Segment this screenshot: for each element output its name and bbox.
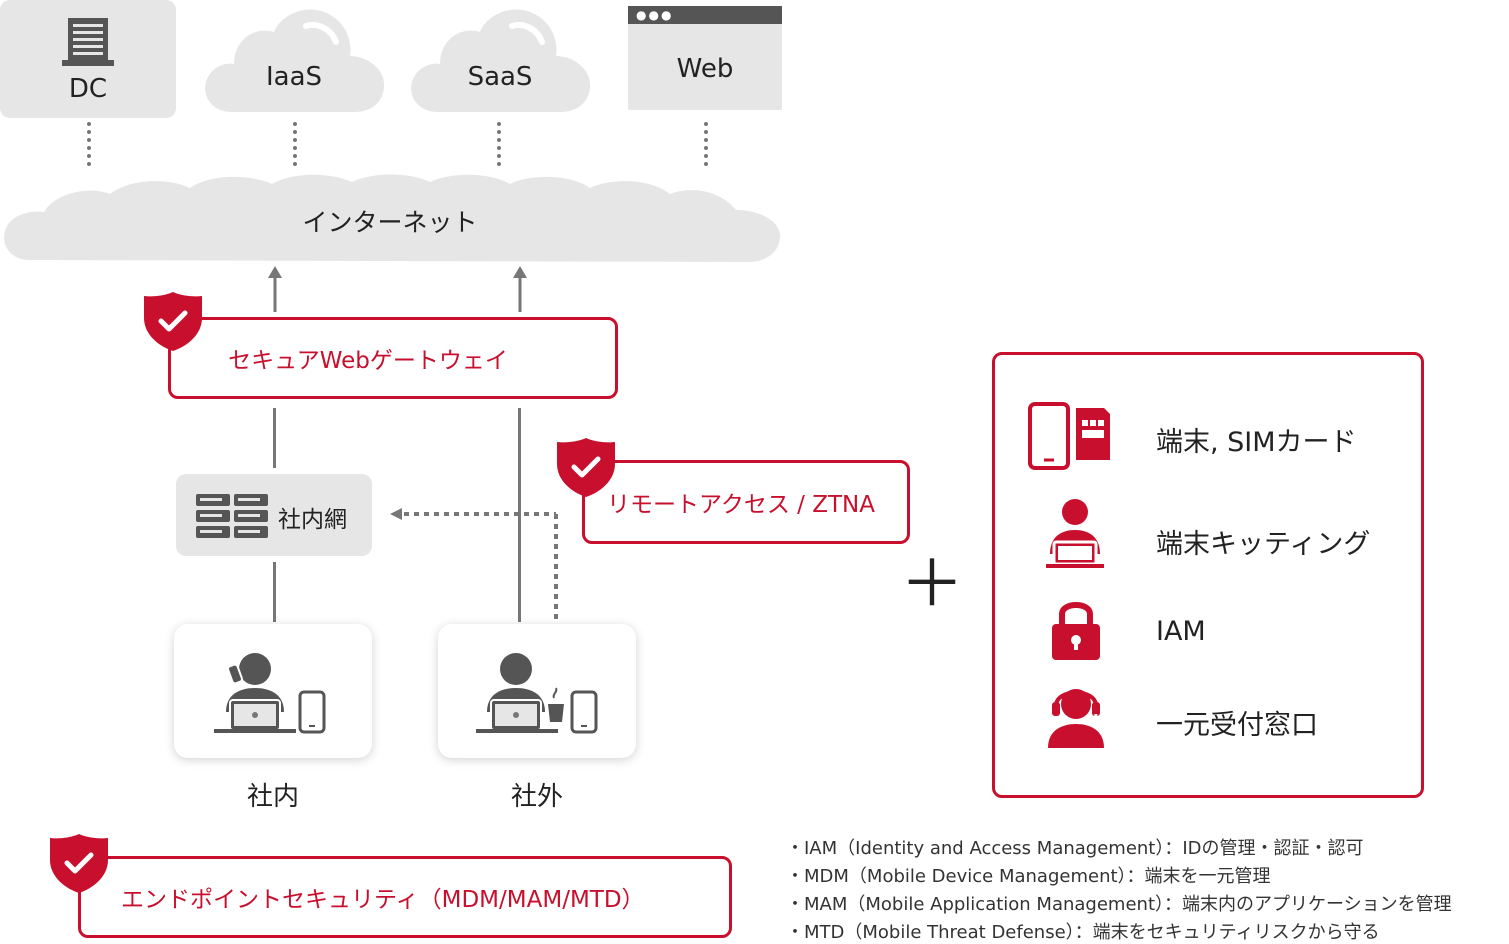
shield-check-icon: [144, 292, 202, 351]
cloud-iaas-icon: [205, 9, 385, 112]
internet-label: インターネット: [302, 208, 478, 237]
endpoint-security-box: エンドポイントセキュリティ（MDM/MAM/MTD）: [78, 856, 732, 938]
web-connector: [704, 122, 708, 166]
remote-access-ztna-box: リモートアクセス / ZTNA: [582, 460, 910, 544]
service-desk-label: 一元受付窓口: [1156, 710, 1318, 741]
intranet-to-inside-line: [273, 562, 276, 622]
inside-office-card: [174, 624, 372, 758]
swg-arrow-up-right: [513, 266, 527, 312]
phone-sim-icon: [1028, 402, 1110, 470]
note-mam: ・MAM（Mobile Application Management）：端末内の…: [786, 894, 1452, 915]
remote-access-ztna-label: リモートアクセス / ZTNA: [607, 492, 875, 518]
server-rack-icon: [196, 494, 268, 538]
browser-titlebar: [628, 6, 782, 24]
dc-connector: [87, 122, 91, 166]
inside-label: 社内: [246, 782, 299, 812]
outside-office-card: [438, 624, 636, 758]
dc-label: DC: [68, 74, 108, 104]
note-iam: ・IAM（Identity and Access Management）：IDの…: [786, 838, 1364, 859]
iaas-label: IaaS: [265, 62, 323, 92]
iaas-connector: [293, 122, 297, 166]
browser-dots-icon: ●●●: [636, 8, 674, 22]
web-label: Web: [676, 54, 734, 84]
note-mtd: ・MTD（Mobile Threat Defense）：端末をセキュリティリスク…: [786, 922, 1380, 943]
iam-label: IAM: [1156, 616, 1206, 647]
secure-web-gateway-label: セキュアWebゲートウェイ: [228, 348, 508, 374]
note-mdm: ・MDM（Mobile Device Management）：端末を一元管理: [786, 866, 1271, 887]
outside-label: 社外: [510, 782, 563, 812]
lock-icon: [1052, 602, 1100, 660]
swg-arrow-up-left: [268, 266, 282, 312]
cloud-saas-icon: [411, 9, 591, 112]
device-sim-label: 端末, SIMカード: [1156, 427, 1357, 458]
device-kitting-label: 端末キッティング: [1156, 529, 1371, 560]
building-icon: [62, 18, 114, 66]
person-phone-laptop-icon: [214, 653, 326, 734]
service-panel: [992, 352, 1424, 798]
endpoint-security-label: エンドポイントセキュリティ（MDM/MAM/MTD）: [121, 887, 645, 913]
remote-access-path: [390, 508, 558, 624]
swg-to-outside-line: [518, 408, 521, 622]
saas-connector: [497, 122, 501, 166]
headset-operator-icon: [1048, 689, 1104, 748]
shield-check-icon: [557, 438, 615, 497]
secure-web-gateway-box: セキュアWebゲートウェイ: [168, 317, 618, 399]
intranet-label: 社内網: [278, 507, 347, 533]
saas-label: SaaS: [467, 62, 533, 92]
plus-sign: ＋: [900, 548, 964, 622]
internet-cloud: [4, 174, 781, 262]
shield-check-icon: [50, 834, 108, 893]
person-laptop-coffee-icon: [476, 653, 598, 734]
swg-to-intranet-line: [273, 408, 276, 468]
person-laptop-icon: [1046, 499, 1104, 568]
